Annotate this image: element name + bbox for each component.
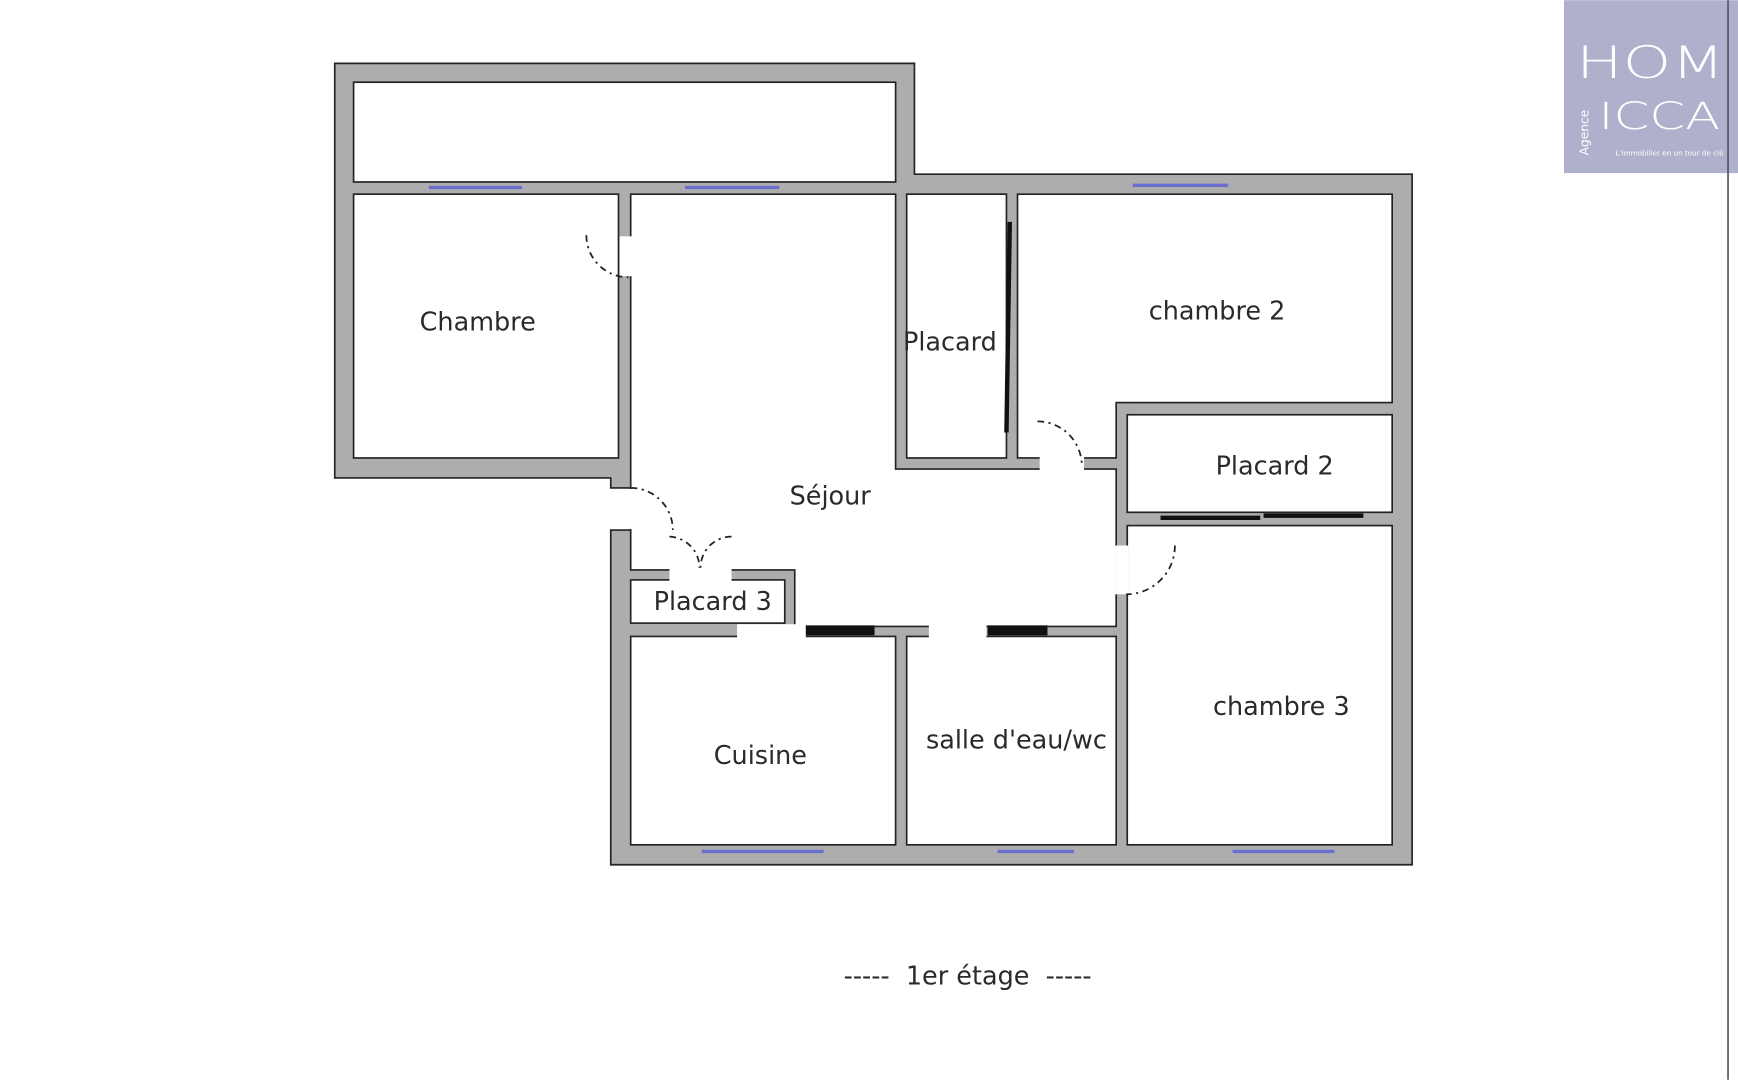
sliding-door [987, 625, 1048, 636]
door-swing [699, 535, 732, 568]
label-chambre-2: chambre 2 [1149, 296, 1286, 326]
door-swing [669, 535, 701, 568]
room-chambre-2 [1016, 193, 1394, 459]
floor-caption: ----- 1er étage ----- [844, 961, 1092, 991]
room-chambre-3 [1126, 524, 1394, 846]
label-placard: Placard [903, 327, 997, 357]
room-cuisine [629, 635, 897, 846]
logo-tagline: L'immobilier en un tour de clé [1616, 148, 1724, 157]
balcony [352, 81, 897, 183]
homicca-logo: HOM ICCA Agence L'immobilier en un tour … [1563, 0, 1738, 174]
label-salle-eau: salle d'eau/wc [926, 725, 1107, 755]
logo-agence: Agence [1577, 110, 1591, 155]
door-swing [630, 487, 674, 531]
room-salle-eau [905, 635, 1118, 846]
door-opening [1039, 456, 1085, 471]
label-chambre: Chambre [420, 308, 536, 338]
room-placard-2 [1126, 413, 1394, 514]
label-cuisine: Cuisine [714, 741, 807, 771]
label-sejour: Séjour [790, 482, 872, 512]
label-placard-2: Placard 2 [1216, 452, 1334, 482]
logo-line1: HOM [1576, 38, 1725, 89]
sliding-door [1004, 221, 1012, 433]
door-swing [585, 235, 629, 279]
door-opening [737, 624, 806, 638]
door-opening [1115, 545, 1129, 595]
door-swing [1126, 545, 1176, 596]
door-opening [610, 489, 633, 529]
door-opening [669, 568, 732, 582]
label-placard-3: Placard 3 [654, 587, 772, 617]
room-placard-3 [629, 579, 786, 624]
room-chambre [352, 193, 620, 459]
door-opening [619, 236, 633, 277]
room-placard [905, 193, 1008, 459]
door-opening [928, 624, 987, 638]
label-chambre-3: chambre 3 [1213, 692, 1350, 722]
logo-line2: ICCA [1598, 94, 1720, 138]
logo-background [1563, 0, 1738, 174]
windows [428, 183, 1335, 854]
sliding-door [805, 625, 875, 636]
